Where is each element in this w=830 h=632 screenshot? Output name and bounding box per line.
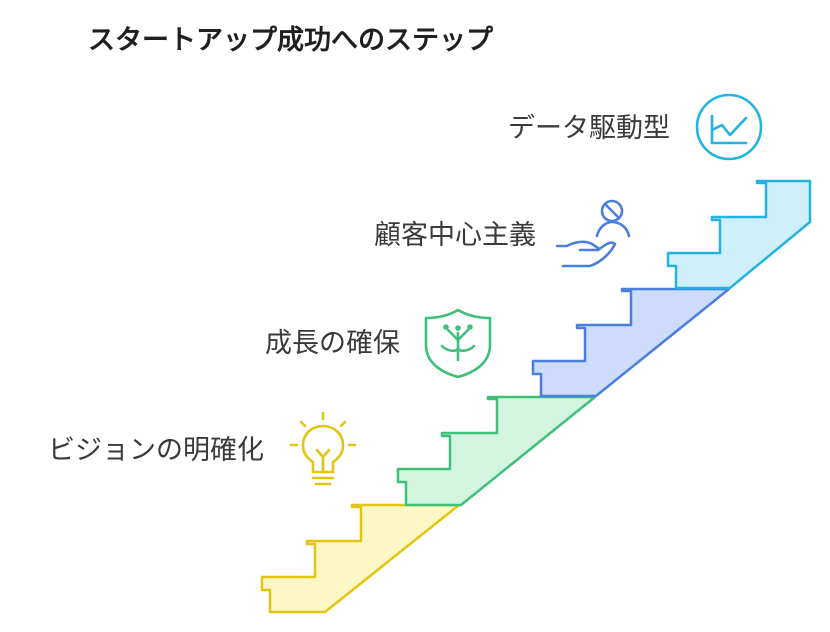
page-title: スタートアップ成功へのステップ xyxy=(88,25,493,56)
step-label-customer: 顧客中心主義 xyxy=(374,220,536,251)
lightbulb-icon xyxy=(289,411,357,486)
step-label-growth: 成長の確保 xyxy=(265,328,400,359)
step-label-data: データ駆動型 xyxy=(508,113,670,144)
chart-line-icon xyxy=(695,93,763,161)
stair-segment-customer xyxy=(531,287,731,398)
shield-sprout-icon xyxy=(424,308,492,379)
step-label-vision: ビジョンの明確化 xyxy=(48,435,264,466)
hand-person-icon xyxy=(555,199,631,268)
stair-segment-vision xyxy=(260,503,461,614)
stair-segment-growth xyxy=(396,395,597,507)
stair-segment-data xyxy=(666,179,812,290)
